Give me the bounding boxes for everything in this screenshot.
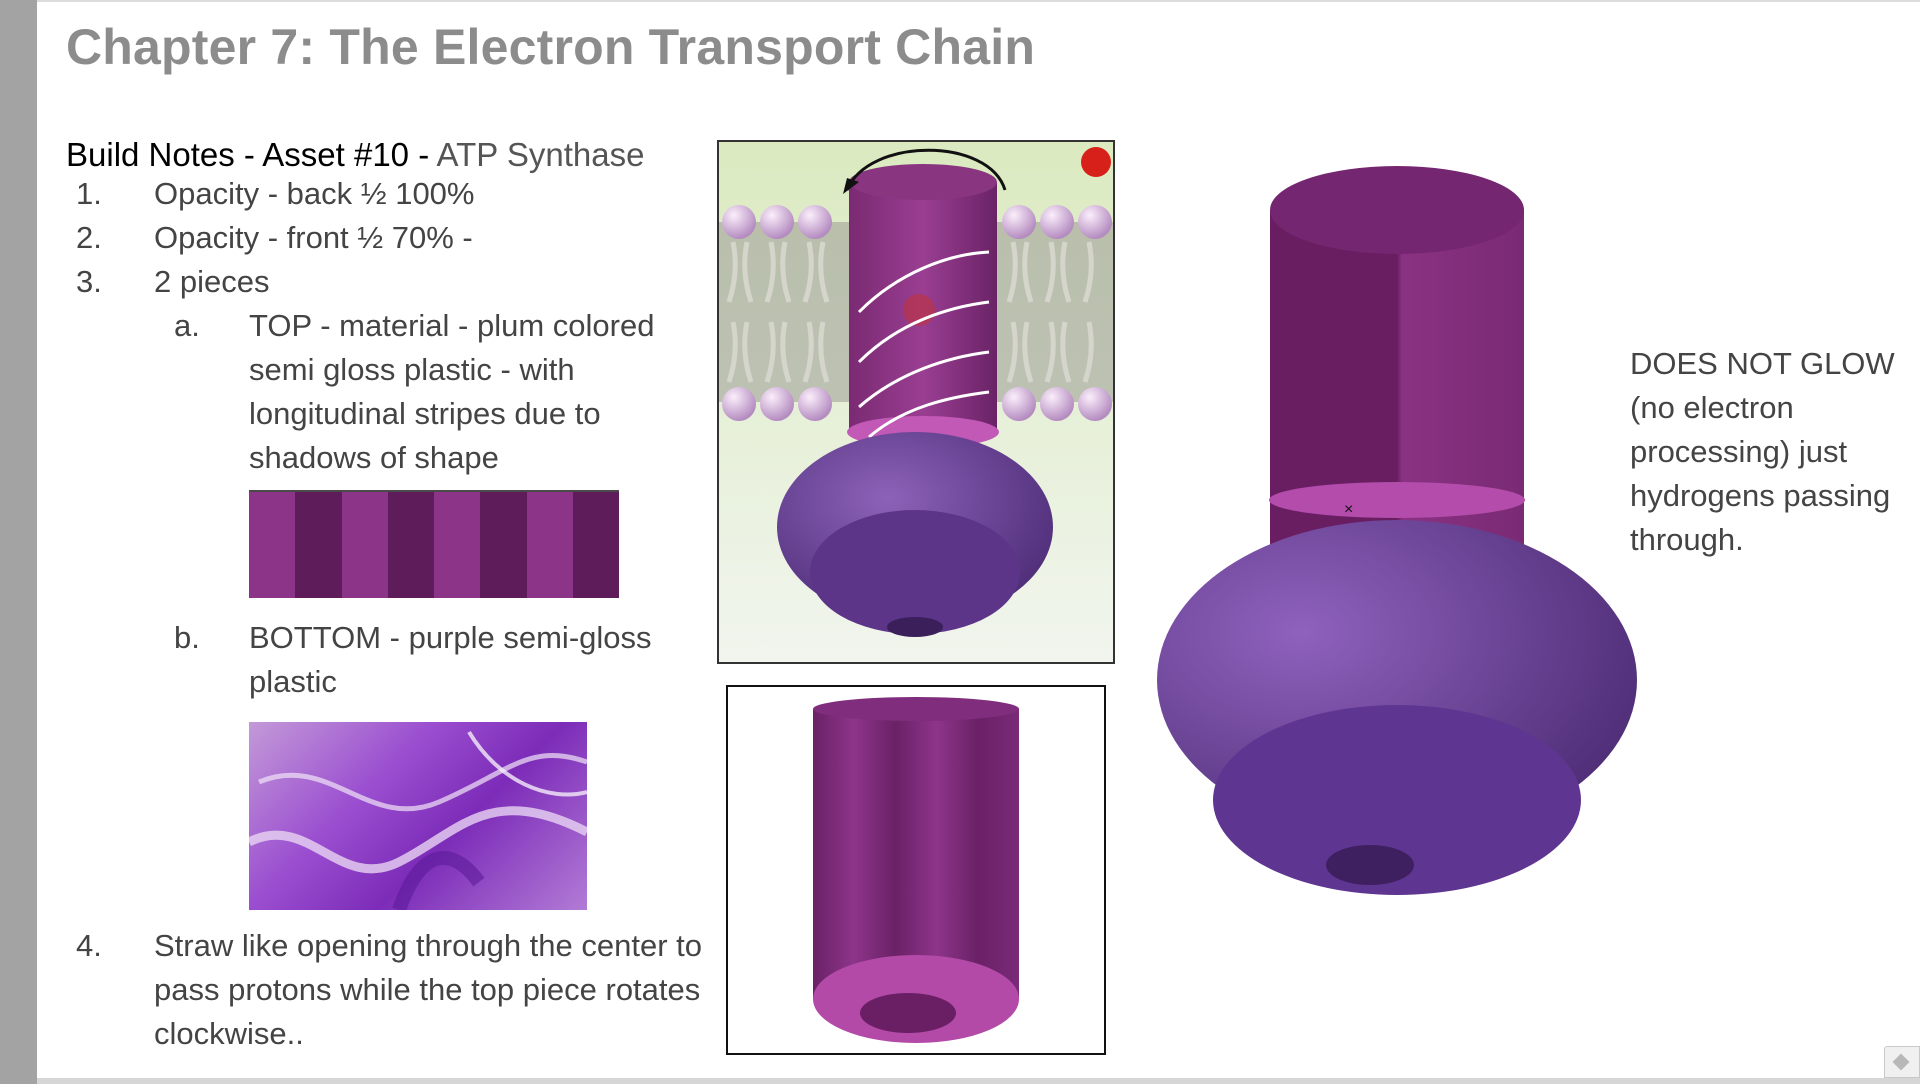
proton-icon: [1081, 147, 1111, 177]
build-notes-heading-subject: ATP Synthase: [436, 136, 645, 173]
list-item: 2. Opacity - front ½ 70% -: [66, 216, 706, 260]
sub-list-item-letter: b.: [174, 620, 200, 655]
list-item: 1. Opacity - back ½ 100%: [66, 172, 706, 216]
build-notes-list: 1. Opacity - back ½ 100% 2. Opacity - fr…: [66, 172, 706, 1056]
list-item-text: Straw like opening through the center to…: [154, 928, 703, 1051]
build-notes-heading-main: Build Notes - Asset #10 -: [66, 136, 437, 173]
membrane-lipid-heads-top: [722, 205, 1112, 239]
sub-list-item-text: BOTTOM - purple semi-gloss plastic: [249, 620, 652, 699]
list-item-number: 4.: [76, 928, 102, 963]
list-item-number: 2.: [76, 220, 102, 255]
sub-list-item: a. TOP - material - plum colored semi gl…: [66, 304, 706, 480]
atp-synthase-3d-model: ×: [1140, 150, 1660, 910]
list-item-text: 2 pieces: [154, 264, 270, 299]
left-sidebar-bar: [0, 0, 37, 1084]
list-item-number: 3.: [76, 264, 102, 299]
build-notes-heading: Build Notes - Asset #10 - ATP Synthase: [66, 136, 644, 174]
list-item-number: 1.: [76, 176, 102, 211]
resize-corner-icon[interactable]: [1884, 1046, 1920, 1078]
membrane-lipid-heads-bottom: [722, 387, 1112, 421]
rotation-arrow-icon: [845, 148, 1007, 191]
plum-stripe-swatch-image: [249, 490, 619, 598]
sub-list-item: b. BOTTOM - purple semi-gloss plastic: [66, 616, 706, 704]
rotor-top-piece-figure: [726, 685, 1106, 1055]
sub-list-item-text: TOP - material - plum colored semi gloss…: [249, 308, 655, 475]
purple-gloss-swatch-image: [249, 722, 587, 910]
list-item: 3. 2 pieces: [66, 260, 706, 304]
top-border: [37, 0, 1920, 2]
atp-synthase-membrane-figure: [717, 140, 1115, 664]
svg-text:×: ×: [1344, 501, 1353, 518]
chapter-title: Chapter 7: The Electron Transport Chain: [66, 19, 1036, 75]
list-item-text: Opacity - front ½ 70% -: [154, 220, 473, 255]
sub-list-item-letter: a.: [174, 308, 200, 343]
list-item-text: Opacity - back ½ 100%: [154, 176, 475, 211]
list-item: 4. Straw like opening through the center…: [66, 924, 706, 1056]
glow-note: DOES NOT GLOW (no electron processing) j…: [1630, 346, 1895, 557]
bottom-scrollbar[interactable]: [37, 1078, 1920, 1084]
stator-base: [777, 432, 1053, 637]
